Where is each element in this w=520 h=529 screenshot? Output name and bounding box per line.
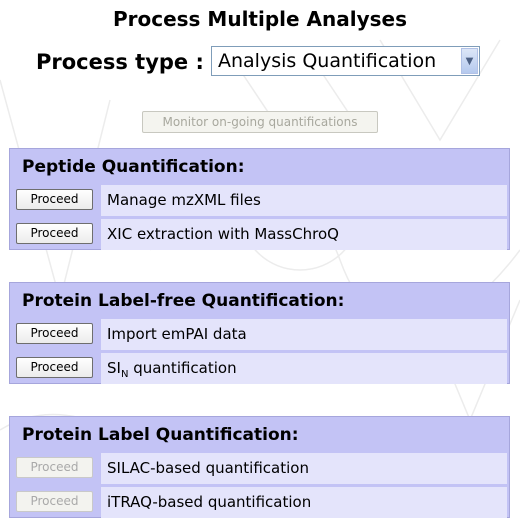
row-import-empai: Proceed Import emPAI data — [13, 319, 507, 350]
row-label-subscript: N — [120, 369, 129, 380]
section-protein-label-free-quantification: Protein Label-free Quantification: Proce… — [9, 282, 510, 384]
row-manage-mzxml: Proceed Manage mzXML files — [13, 185, 507, 216]
row-label: iTRAQ-based quantification — [101, 487, 507, 518]
row-label: SIN quantification — [101, 353, 507, 384]
chevron-down-icon[interactable]: ▼ — [461, 48, 478, 74]
proceed-button[interactable]: Proceed — [16, 223, 93, 244]
row-label: XIC extraction with MassChroQ — [101, 219, 507, 250]
row-xic-extraction: Proceed XIC extraction with MassChroQ — [13, 219, 507, 250]
proceed-button: Proceed — [16, 457, 93, 478]
row-silac: Proceed SILAC-based quantification — [13, 453, 507, 484]
row-label: Manage mzXML files — [101, 185, 507, 216]
row-itraq: Proceed iTRAQ-based quantification — [13, 487, 507, 518]
section-peptide-quantification: Peptide Quantification: Proceed Manage m… — [9, 148, 510, 250]
process-type-label: Process type : — [36, 50, 204, 74]
section-title: Protein Label Quantification: — [22, 425, 299, 445]
section-title: Protein Label-free Quantification: — [22, 291, 345, 311]
row-label: SILAC-based quantification — [101, 453, 507, 484]
page-title: Process Multiple Analyses — [112, 7, 408, 31]
row-sin-quantification: Proceed SIN quantification — [13, 353, 507, 384]
row-label-main: SI — [107, 359, 121, 377]
monitor-quantifications-button: Monitor on-going quantifications — [142, 111, 378, 133]
section-protein-label-quantification: Protein Label Quantification: Proceed SI… — [9, 416, 510, 518]
row-label: Import emPAI data — [101, 319, 507, 350]
section-title: Peptide Quantification: — [22, 157, 245, 177]
process-type-value: Analysis Quantification — [218, 50, 437, 72]
proceed-button[interactable]: Proceed — [16, 189, 93, 210]
row-label-rest: quantification — [128, 359, 237, 377]
proceed-button[interactable]: Proceed — [16, 357, 93, 378]
proceed-button: Proceed — [16, 491, 93, 512]
proceed-button[interactable]: Proceed — [16, 323, 93, 344]
process-type-select[interactable]: Analysis Quantification ▼ — [211, 46, 480, 76]
